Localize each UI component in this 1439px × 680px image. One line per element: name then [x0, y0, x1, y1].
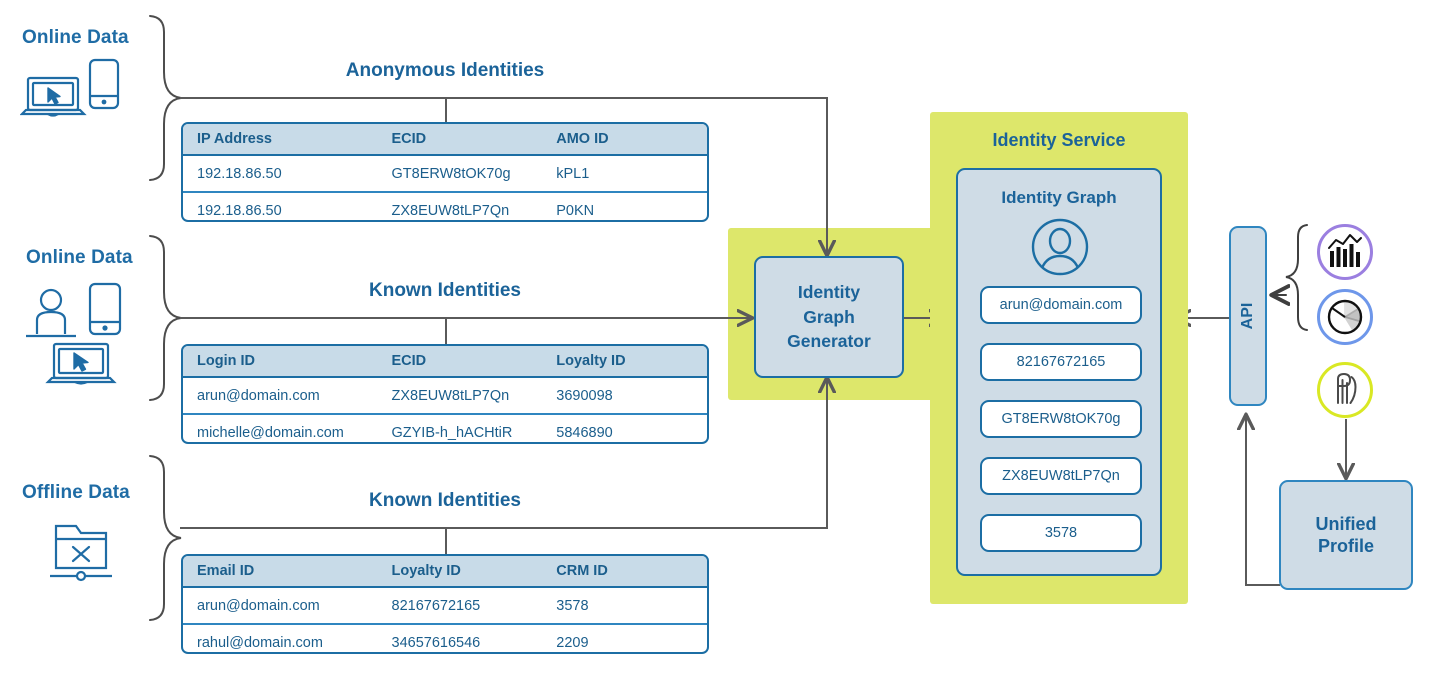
- col-header-login-id: Login ID: [197, 353, 255, 369]
- table-header-row: IP Address ECID AMO ID: [183, 124, 707, 156]
- cell-email-id: rahul@domain.com: [197, 634, 323, 651]
- section-title-anonymous-identities: Anonymous Identities: [345, 60, 545, 81]
- source-icons-1: [19, 58, 140, 122]
- identity-graph-card: Identity Graph arun@domain.com 821676721…: [956, 168, 1162, 576]
- cell-email-id: arun@domain.com: [197, 597, 320, 614]
- generator-label-line3: Generator: [787, 331, 871, 352]
- source-label-online-data-1: Online Data: [22, 27, 129, 48]
- cell-login-id: michelle@domain.com: [197, 424, 344, 441]
- table-row[interactable]: arun@domain.com 82167672165 3578: [183, 588, 707, 623]
- identity-graph-title: Identity Graph: [1001, 188, 1117, 207]
- col-header-email-id: Email ID: [197, 563, 255, 579]
- unified-profile-box[interactable]: Unified Profile: [1279, 480, 1413, 590]
- cell-ip-address: 192.18.86.50: [197, 202, 282, 219]
- col-header-ecid: ECID: [391, 131, 427, 147]
- mobile-and-laptop-icons: [19, 58, 120, 117]
- table-row[interactable]: michelle@domain.com GZYIB-h_hACHtiR 5846…: [183, 413, 707, 442]
- experience-platform-icon[interactable]: [1317, 362, 1373, 418]
- api-label: API: [1239, 302, 1256, 330]
- table-known-identities-offline[interactable]: Email ID Loyalty ID CRM ID arun@domain.c…: [181, 554, 709, 654]
- api-box[interactable]: API: [1229, 226, 1267, 406]
- identity-node-ecid-2[interactable]: ZX8EUW8tLP7Qn: [980, 457, 1142, 495]
- generator-label-line2: Graph: [803, 306, 855, 327]
- table-row[interactable]: 192.18.86.50 ZX8EUW8tLP7Qn P0KN: [183, 191, 707, 220]
- unified-profile-line2: Profile: [1317, 536, 1374, 556]
- cell-loyalty-id: 3690098: [556, 387, 613, 404]
- cell-login-id: arun@domain.com: [197, 387, 320, 404]
- cell-ecid: GT8ERW8tOK70g: [391, 165, 511, 182]
- analytics-bar-chart-icon[interactable]: [1317, 224, 1373, 280]
- identity-node-loyalty-id[interactable]: 82167672165: [980, 343, 1142, 381]
- cell-ecid: GZYIB-h_hACHtiR: [391, 424, 513, 441]
- cell-ecid: ZX8EUW8tLP7Qn: [391, 387, 510, 404]
- cell-loyalty-id: 34657616546: [391, 634, 481, 651]
- folder-x-icon: [50, 524, 112, 582]
- section-title-known-identities-offline: Known Identities: [369, 490, 521, 511]
- identity-node-ecid-1[interactable]: GT8ERW8tOK70g: [980, 400, 1142, 438]
- identity-node-crm-id[interactable]: 3578: [980, 514, 1142, 552]
- identity-service-title-text: Identity Service: [992, 130, 1126, 150]
- cell-ecid: ZX8EUW8tLP7Qn: [391, 202, 510, 219]
- col-header-ecid: ECID: [391, 353, 427, 369]
- col-header-amo-id: AMO ID: [556, 131, 609, 147]
- pie-chart-icon[interactable]: [1317, 289, 1373, 345]
- section-title-known-identities-online: Known Identities: [369, 280, 521, 301]
- cell-crm-id: 2209: [556, 634, 589, 651]
- table-row[interactable]: 192.18.86.50 GT8ERW8tOK70g kPL1: [183, 156, 707, 191]
- cell-ip-address: 192.18.86.50: [197, 165, 282, 182]
- source-icons-2: [18, 278, 143, 390]
- identity-graph-generator-box[interactable]: Identity Graph Generator: [754, 256, 904, 378]
- source-label-offline-data: Offline Data: [22, 482, 130, 503]
- generator-label-line1: Identity: [797, 281, 861, 302]
- table-row[interactable]: rahul@domain.com 34657616546 2209: [183, 623, 707, 652]
- table-header-row: Login ID ECID Loyalty ID: [183, 346, 707, 378]
- col-header-loyalty-id: Loyalty ID: [556, 353, 626, 369]
- person-mobile-laptop-icons: [26, 282, 122, 385]
- col-header-loyalty-id: Loyalty ID: [391, 563, 461, 579]
- table-known-identities-online[interactable]: Login ID ECID Loyalty ID arun@domain.com…: [181, 344, 709, 444]
- table-anonymous-identities[interactable]: IP Address ECID AMO ID 192.18.86.50 GT8E…: [181, 122, 709, 222]
- source-label-online-data-2: Online Data: [26, 247, 133, 268]
- cell-loyalty-id: 5846890: [556, 424, 613, 441]
- source-icons-3: [48, 518, 128, 588]
- cell-amo-id: kPL1: [556, 165, 590, 182]
- identity-node-email[interactable]: arun@domain.com: [980, 286, 1142, 324]
- col-header-ip-address: IP Address: [197, 131, 272, 147]
- table-row[interactable]: arun@domain.com ZX8EUW8tLP7Qn 3690098: [183, 378, 707, 413]
- col-header-crm-id: CRM ID: [556, 563, 608, 579]
- cell-crm-id: 3578: [556, 597, 589, 614]
- cell-amo-id: P0KN: [556, 202, 595, 219]
- identity-service-title: Identity Service: [930, 130, 1188, 151]
- table-header-row: Email ID Loyalty ID CRM ID: [183, 556, 707, 588]
- unified-profile-line1: Unified: [1315, 513, 1377, 534]
- person-avatar-icon: [1031, 218, 1089, 276]
- cell-loyalty-id: 82167672165: [391, 597, 481, 614]
